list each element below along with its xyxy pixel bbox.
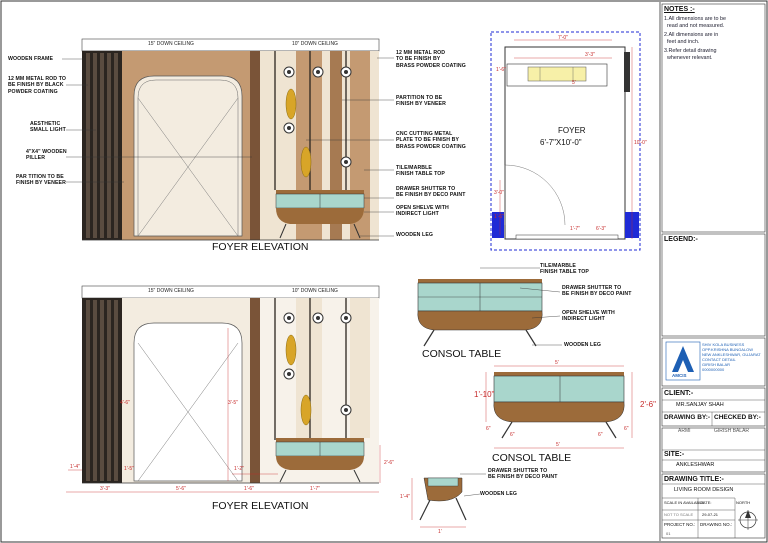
console-dim-6: 6" xyxy=(624,426,629,432)
elev-dim-5: 3'-5" xyxy=(228,400,238,406)
label-open-shelve: OPEN SHELVE WITH INDIRECT LIGHT xyxy=(396,205,449,218)
elev-dim-2: 1'-6" xyxy=(244,486,254,492)
console-dim-1: 1'-10" xyxy=(474,390,495,399)
label-wooden-piller: 4"X4" WOODEN PILLER xyxy=(26,149,67,162)
drawn-by-name: ARMI xyxy=(678,428,691,434)
firm-address: SHIV KOLA BUSINESS OPP.KRISHNA BUNGALOW … xyxy=(702,342,761,372)
plan-room-label: FOYER xyxy=(558,126,586,135)
side-label-drawer: DRAWER SHUTTER TO BE FINISH BY DECO PAIN… xyxy=(488,468,558,481)
site-name: ANKLESHWAR xyxy=(676,462,715,468)
notes-heading: NOTES :- xyxy=(664,6,695,13)
client-name: MR.SANJAY SHAH xyxy=(676,402,724,408)
elev-dim-6: 4'-6" xyxy=(120,400,130,406)
title-foyer-elevation-top: FOYER ELEVATION xyxy=(212,241,309,253)
client-label: CLIENT:- xyxy=(664,390,694,397)
foyer-elevation-bottom xyxy=(66,285,381,493)
date-value: 29-07-21 xyxy=(702,512,719,517)
plan-dim-width: 7'-0" xyxy=(558,35,568,41)
plan-dim-8: 6'-3" xyxy=(596,226,606,232)
label-partition-veneer-right: PARTITION TO BE FINISH BY VENEER xyxy=(396,95,446,108)
plan-dim-2: 5' xyxy=(572,80,576,86)
elev-dim-4: 1'-2" xyxy=(234,466,244,472)
console-dim-2: 2'-6" xyxy=(640,400,656,409)
title-consol-table-bottom: CONSOL TABLE xyxy=(492,452,572,464)
scale-label: SCALE IN AVAILABLE xyxy=(664,500,705,505)
label-wooden-frame: WOODEN FRAME xyxy=(8,56,54,62)
label-metal-rod-black: 12 MM METAL ROD TO BE FINISH BY BLACK PO… xyxy=(8,76,66,95)
scale-value: NOT TO SCALE xyxy=(664,512,694,517)
console-dim-3: 6" xyxy=(486,426,491,432)
console-label-top: TILE/MARBLE FINISH TABLE TOP xyxy=(540,263,589,276)
ceiling-label-right-bottom: 10" DOWN CEILING xyxy=(292,288,338,294)
foyer-elevation-top xyxy=(62,38,394,241)
side-dim-0: 1'-4" xyxy=(400,494,410,500)
plan-dim-height: 10'-0" xyxy=(634,140,647,146)
plan-dim-1: 3'-3" xyxy=(585,52,595,58)
label-cnc-plate: CNC CUTTING METAL PLATE TO BE FINISH BY … xyxy=(396,131,466,150)
side-dim-1: 1' xyxy=(438,529,442,535)
note-2: 2.All dimensions are in feet and inch. xyxy=(664,32,719,45)
console-table-dimensioned xyxy=(485,365,633,449)
console-dim-5: 6" xyxy=(598,432,603,438)
title-foyer-elevation-bottom: FOYER ELEVATION xyxy=(212,500,309,512)
project-no: 01 xyxy=(666,531,671,536)
firm-logo-text: AMCIS xyxy=(672,373,687,378)
note-1: 1.All dimensions are to be read and not … xyxy=(664,16,727,29)
elev-dim-9: 2'-6" xyxy=(384,460,394,466)
site-label: SITE:- xyxy=(664,451,685,458)
drawing-title: LIVING ROOM DESIGN xyxy=(674,487,734,493)
checked-by-name: GIRISH BALAR xyxy=(714,428,750,434)
plan-dim-5: 3'-0" xyxy=(494,190,504,196)
title-block-grid xyxy=(661,3,766,539)
date-label: DATE: xyxy=(700,500,712,505)
checked-by-label: CHECKED BY:- xyxy=(714,414,761,421)
ceiling-label-right: 10" DOWN CEILING xyxy=(292,41,338,47)
label-table-top: TILE/MARBLE FINISH TABLE TOP xyxy=(396,165,445,178)
console-label-leg: WOODEN LEG xyxy=(564,342,602,348)
elev-dim-3: 1'-7" xyxy=(310,486,320,492)
drawing-no-label: DRAWING NO.: xyxy=(700,522,733,527)
metal-rod-grille-bottom xyxy=(86,300,118,481)
plan-room-size: 6'-7"X10'-0" xyxy=(540,138,582,147)
console-side-detail xyxy=(411,473,486,528)
label-partition-veneer-left: PAR TITION TO BE FINISH BY VENEER xyxy=(16,174,66,187)
console-label-drawer: DRAWER SHUTTER TO BE FINISH BY DECO PAIN… xyxy=(562,285,632,298)
firm-logo xyxy=(665,341,701,381)
elev-dim-8: 1'-5" xyxy=(124,466,134,472)
label-wooden-leg: WOODEN LEG xyxy=(396,232,434,238)
console-dim-7: 5' xyxy=(556,442,560,448)
note-3: 3.Refer detail drawing whenever relevant… xyxy=(664,48,717,61)
project-no-label: PROJECT NO.: xyxy=(664,522,696,527)
elev-dim-1: 5'-6" xyxy=(176,486,186,492)
label-metal-rod-brass: 12 MM METAL ROD TO BE FINISH BY BRASS PO… xyxy=(396,50,466,69)
north-label: NORTH xyxy=(736,500,751,505)
foyer-plan xyxy=(490,31,641,251)
legend-heading: LEGEND:- xyxy=(664,236,698,243)
plan-dim-3: 1'-6" xyxy=(496,67,506,73)
label-aesthetic-light: AESTHETIC SMALL LIGHT xyxy=(30,121,66,134)
console-label-shelve: OPEN SHELVE WITH INDIRECT LIGHT xyxy=(562,310,615,323)
drawing-by-label: DRAWING BY:- xyxy=(664,414,711,421)
console-dim-4: 6" xyxy=(510,432,515,438)
console-dim-0: 5' xyxy=(555,360,559,366)
title-consol-table-top: CONSOL TABLE xyxy=(422,348,502,360)
console-table-top xyxy=(417,267,562,347)
elev-dim-0: 3'-3" xyxy=(100,486,110,492)
label-drawer-shutter: DRAWER SHUTTER TO BE FINISH BY DECO PAIN… xyxy=(396,186,466,199)
ceiling-label-left-bottom: 15" DOWN CEILING xyxy=(148,288,194,294)
ceiling-label-left: 15" DOWN CEILING xyxy=(148,41,194,47)
plan-dim-7: 1'-7" xyxy=(570,226,580,232)
side-label-leg: WOODEN LEG xyxy=(480,491,518,497)
drawing-title-label: DRAWING TITLE:- xyxy=(664,476,724,483)
plan-dim-6: 1'-6" xyxy=(494,214,504,220)
metal-rod-grille xyxy=(86,53,118,238)
elev-dim-7: 1'-4" xyxy=(70,464,80,470)
